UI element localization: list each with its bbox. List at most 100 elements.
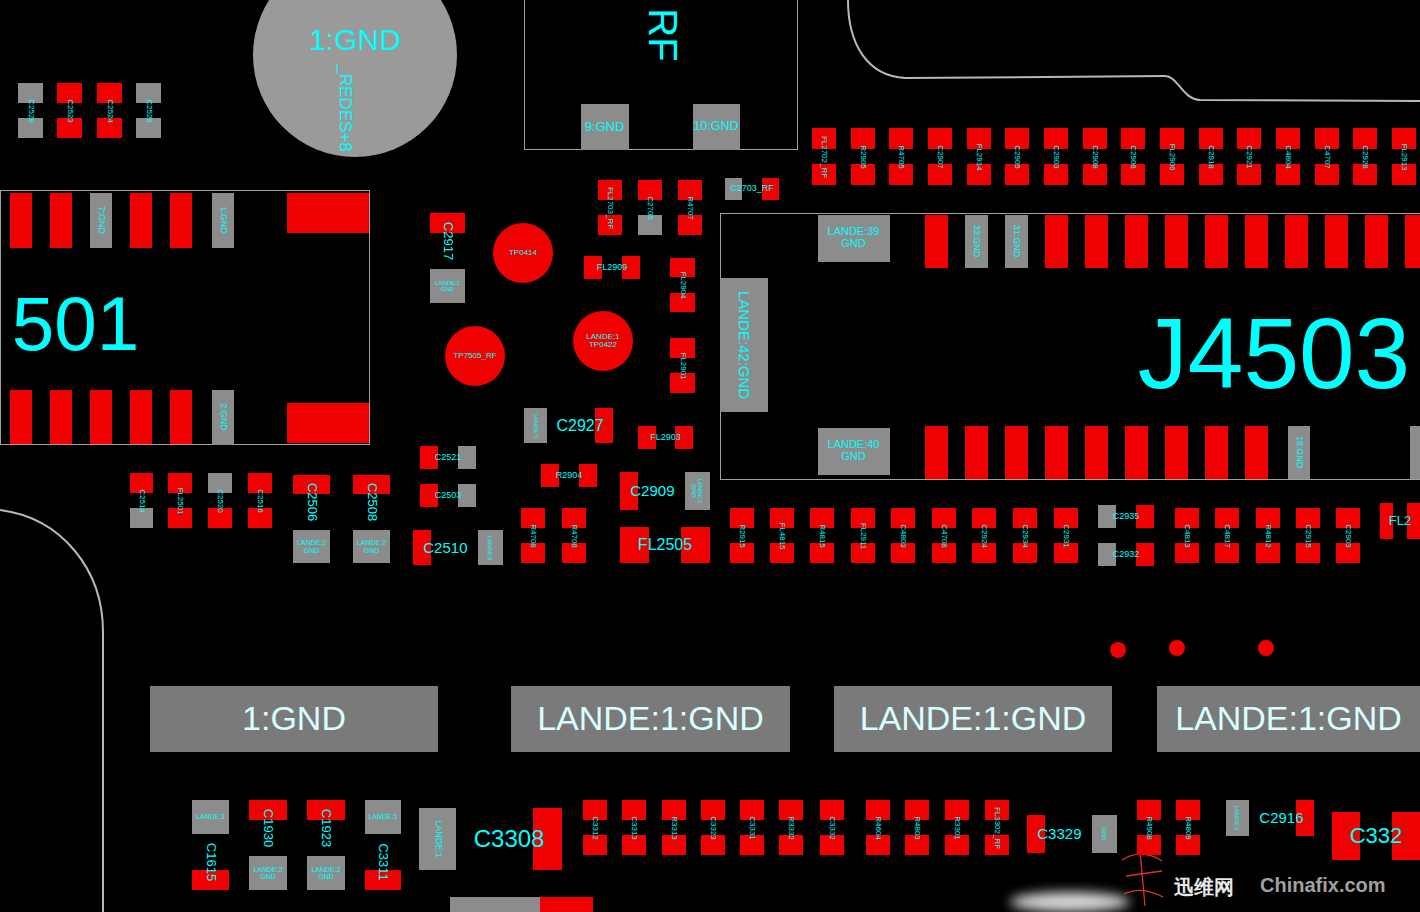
pin	[1325, 215, 1348, 268]
label-slot: C2909	[620, 472, 685, 510]
vertical-component: C2915	[1296, 508, 1320, 563]
horizontal-component: C2503	[420, 484, 476, 507]
label-slot: C2503	[420, 484, 476, 507]
label-slot: LANDE:2GND	[307, 856, 345, 890]
horizontal-component: FL2909	[584, 256, 640, 279]
label-slot: FL2903	[638, 426, 693, 449]
pin	[540, 897, 593, 912]
part-label: LANDE:1	[196, 813, 225, 820]
ground-pad: LANDE:40GND	[818, 428, 890, 475]
part-label: C2908	[1091, 145, 1099, 169]
label-slot: LANDE:1	[419, 808, 456, 870]
pin	[1085, 215, 1108, 268]
vertical-component: R3332	[779, 800, 803, 855]
ground-pad: LANDE:39GND	[818, 215, 890, 262]
label-group: R4908	[1145, 816, 1153, 840]
label-slot: LANDE:1	[1226, 800, 1249, 836]
vertical-component: C3323	[701, 800, 725, 855]
label-group: C2903	[1052, 145, 1060, 169]
label-group: LANDE:1	[196, 813, 225, 820]
vertical-component: C2514	[130, 473, 153, 528]
label-group: FL2703_RF	[606, 186, 614, 228]
board-edge	[848, 0, 1420, 101]
ground-bar: 1:GND	[150, 686, 438, 752]
horizontal-component: FL2903	[638, 426, 693, 449]
ground-pin	[1410, 426, 1420, 479]
part-label: C2917	[441, 222, 455, 260]
part-label: LANDE:2	[311, 866, 340, 873]
label-group: C3313	[630, 816, 638, 840]
part-label: 10:GND	[693, 120, 738, 133]
label-group: _REDES+8	[336, 64, 354, 151]
part-label: C2529	[144, 99, 152, 123]
vertical-component: FL4815	[770, 508, 794, 563]
pin	[10, 193, 32, 248]
part-label: C2514	[137, 489, 145, 513]
label-slot: C4813	[1175, 508, 1199, 563]
label-group: R4809	[1184, 816, 1192, 840]
label-slot: C3331	[740, 800, 764, 855]
vertical-component: C3311LANDE:1	[365, 800, 401, 890]
label-slot: C2916	[1249, 800, 1314, 836]
pin	[925, 215, 948, 268]
vertical-component: FL2913	[1392, 128, 1416, 185]
label-group: LANDE:2GND	[357, 539, 386, 554]
part-label: FL2904	[678, 271, 686, 298]
label-slot: GND	[1092, 815, 1117, 853]
vertical-component: C2705	[638, 180, 662, 235]
vertical-component: C3332	[820, 800, 844, 855]
label-group: C3329	[1037, 826, 1081, 842]
label-slot: TP7505_RF	[445, 326, 505, 386]
label-group: R2905	[859, 145, 867, 169]
label-group: TP7505_RF	[453, 352, 496, 360]
part-label: R4812	[1264, 524, 1272, 548]
part-label: R3301	[953, 816, 961, 840]
label-group: C2508	[365, 483, 379, 521]
part-label: R4803	[913, 816, 921, 840]
label-slot: C2934	[1013, 508, 1037, 563]
board-edge	[0, 510, 103, 912]
horizontal-component: C2510LANDE:2	[413, 530, 503, 565]
part-label: C2903	[1052, 145, 1060, 169]
label-group: LANDE:39GND	[828, 226, 880, 249]
part-label: FL2702_RF	[820, 135, 828, 177]
part-label: C4813	[1183, 524, 1191, 548]
pin	[130, 193, 152, 248]
part-label: R3313	[670, 816, 678, 840]
vertical-component: C3331	[740, 800, 764, 855]
pin	[1085, 426, 1108, 479]
part-label: LANDE:42:GND	[736, 290, 752, 398]
part-label: C1615	[204, 843, 218, 881]
label-slot: C3308	[456, 808, 562, 870]
part-label: C2932	[1113, 550, 1140, 559]
label-group: FL2904	[678, 271, 686, 298]
label-slot: C4803	[891, 508, 915, 563]
label-group: C2932	[1113, 550, 1140, 559]
label-slot: 7:GND	[90, 193, 112, 248]
vertical-component: C2506LANDE:2GND	[293, 475, 330, 563]
horizontal-component: C2521	[420, 446, 476, 469]
label-slot: FL2911	[851, 508, 875, 563]
pin	[1245, 426, 1268, 479]
test-point: LANDE:1TP0422	[573, 311, 633, 371]
part-label: R4908	[1145, 816, 1153, 840]
part-label: C2903	[1344, 524, 1352, 548]
label-group: C4813	[1183, 524, 1191, 548]
pin	[1125, 215, 1148, 268]
part-label: C2523	[65, 99, 73, 123]
label-slot: C4804	[1276, 128, 1300, 185]
vertical-component: C2508LANDE:2GND	[353, 475, 390, 563]
label-slot: FL2702_RF	[812, 128, 836, 185]
part-label: C2516	[256, 489, 264, 513]
part-label: C2703_RF	[730, 184, 774, 193]
vertical-component: FL2914	[967, 128, 991, 185]
label-slot: LANDE:2GND	[353, 530, 390, 563]
pin	[1205, 426, 1228, 479]
label-group: C2905	[1013, 145, 1021, 169]
vertical-component: C4804	[1276, 128, 1300, 185]
vertical-component: R4707	[678, 180, 702, 235]
label-group: C2516	[256, 489, 264, 513]
vertical-component: C3312	[583, 800, 607, 855]
label-slot: C2928	[1353, 128, 1377, 185]
vertical-component: R2905	[851, 128, 875, 185]
